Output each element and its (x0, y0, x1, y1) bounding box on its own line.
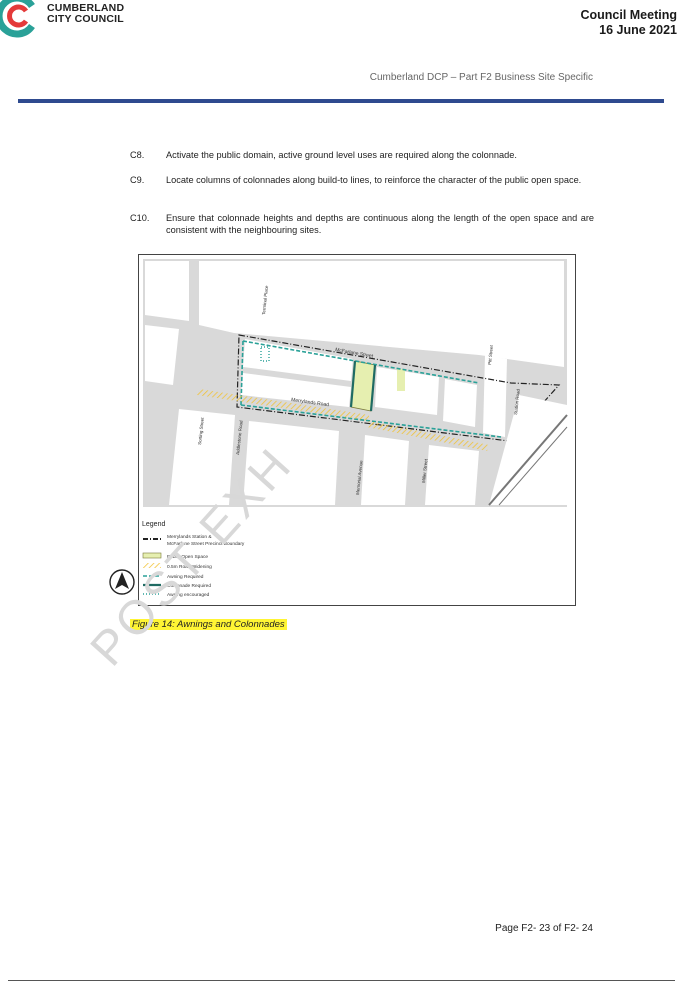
public-open-space (397, 369, 405, 391)
legend-label: Public Open Space (167, 554, 208, 560)
block (243, 421, 339, 505)
colonnade-required-line (349, 360, 357, 408)
precinct-block (483, 355, 507, 437)
legend-label: McFarlane Street Precinct Boundary (167, 541, 245, 547)
street-label: Station Road (513, 388, 521, 415)
street-label: Memorial Avenue (355, 460, 364, 496)
block (199, 261, 564, 367)
precinct-map: McFarlane Street Merrylands Road Termina… (142, 259, 568, 598)
precinct-block (241, 373, 351, 407)
legend-label: 0.5m Road Widening (167, 564, 212, 570)
road-widening-area (367, 421, 489, 451)
rail-line (498, 426, 568, 506)
clause-text: Activate the public domain, active groun… (166, 150, 517, 160)
precinct-block (443, 379, 477, 427)
street-label: Sorting Street (197, 416, 205, 445)
header-rule (18, 99, 664, 103)
legend-label: Colonnade Required (167, 583, 211, 589)
legend-swatch-open-space (142, 552, 162, 559)
council-logo (0, 0, 44, 40)
meeting-header: Council Meeting 16 June 2021 (580, 8, 677, 38)
map-figure: McFarlane Street Merrylands Road Termina… (138, 254, 576, 606)
block (425, 445, 479, 505)
clause-c8: C8. Activate the public domain, active g… (130, 149, 600, 163)
clause-number: C8. (130, 150, 145, 160)
street-label: Merrylands Road (291, 397, 330, 408)
page-number: Page F2- 23 of F2- 24 (495, 923, 593, 934)
logo-line-1: CUMBERLAND (47, 2, 125, 14)
clause-c10: C10. Ensure that colonnade heights and d… (130, 212, 600, 238)
logo-name: CUMBERLAND CITY COUNCIL (47, 3, 124, 25)
north-arrow (108, 568, 136, 596)
street-label: Pitt Street (487, 344, 494, 365)
footer-rule (8, 980, 675, 981)
clause-text: Ensure that colonnade heights and depths… (166, 213, 594, 235)
block (169, 409, 235, 505)
logo-line-2: CITY COUNCIL (47, 13, 124, 25)
awning-required-line (242, 340, 480, 384)
road-widening-area (197, 389, 369, 421)
legend-title: Legend (142, 521, 165, 528)
colonnade-required-line (369, 364, 377, 412)
legend-label: Awning encouraged (167, 592, 210, 598)
clause-number: C9. (130, 175, 145, 185)
legend-label: Merrylands Station & (167, 534, 212, 540)
clause-number: C10. (130, 213, 150, 223)
awning-required-line (240, 404, 502, 438)
block (489, 395, 567, 505)
meeting-date: 16 June 2021 (599, 23, 677, 37)
rail-line (488, 414, 568, 506)
block (145, 325, 179, 385)
meeting-title: Council Meeting (580, 8, 677, 22)
block (145, 261, 189, 321)
block (361, 435, 409, 505)
figure-caption: Figure 14: Awnings and Colonnades (130, 619, 287, 630)
street-label: Addlestone Road (235, 420, 244, 455)
north-arrow-icon (109, 569, 135, 595)
street-label: Terminal Place (261, 285, 269, 315)
clause-c9: C9. Locate columns of colonnades along b… (130, 174, 600, 200)
council-logo-icon (0, 0, 35, 38)
precinct-block (243, 339, 353, 381)
legend-swatch-road-widening (143, 563, 161, 568)
awning-required-line (240, 340, 244, 406)
roundabout (288, 472, 298, 482)
clause-text: Locate columns of colonnades along build… (166, 175, 582, 185)
precinct-block (375, 367, 439, 415)
street-label: Miller Street (421, 458, 429, 483)
awning-encouraged-marker (260, 346, 270, 362)
document-subtitle: Cumberland DCP – Part F2 Business Site S… (369, 72, 593, 83)
legend-label: Awning Required (167, 574, 204, 580)
